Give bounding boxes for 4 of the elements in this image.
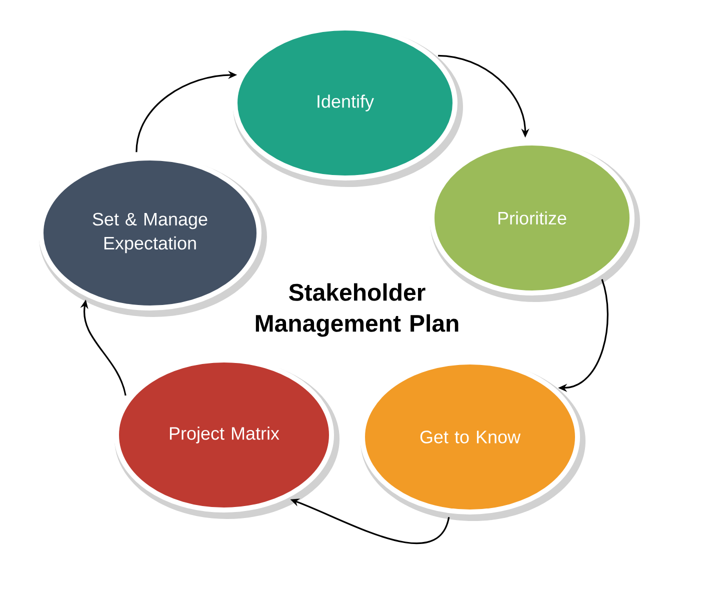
ellipse-node: Get to Know — [360, 360, 586, 521]
ellipse-node: Prioritize — [430, 140, 640, 302]
ellipse-node: Project Matrix — [114, 358, 340, 519]
ellipse-node: Identify — [232, 26, 463, 187]
